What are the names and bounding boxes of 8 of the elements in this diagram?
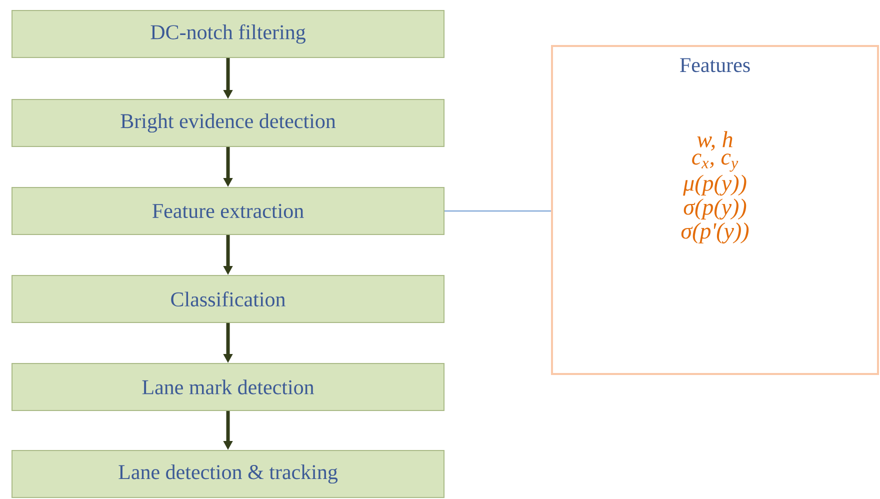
process-box: Feature extraction <box>12 187 444 235</box>
process-box: Lane detection & tracking <box>12 450 444 498</box>
connector-line <box>444 210 552 212</box>
process-box: DC-notch filtering <box>12 10 444 58</box>
process-box: Classification <box>12 275 444 323</box>
process-box: Lane mark detection <box>12 363 444 411</box>
process-box: Bright evidence detection <box>12 99 444 147</box>
features-panel: Features w, h c$_{x}$, c$_{y}$ μ(p(y)) σ(p(y)) σ(p'(y)) <box>551 45 879 375</box>
